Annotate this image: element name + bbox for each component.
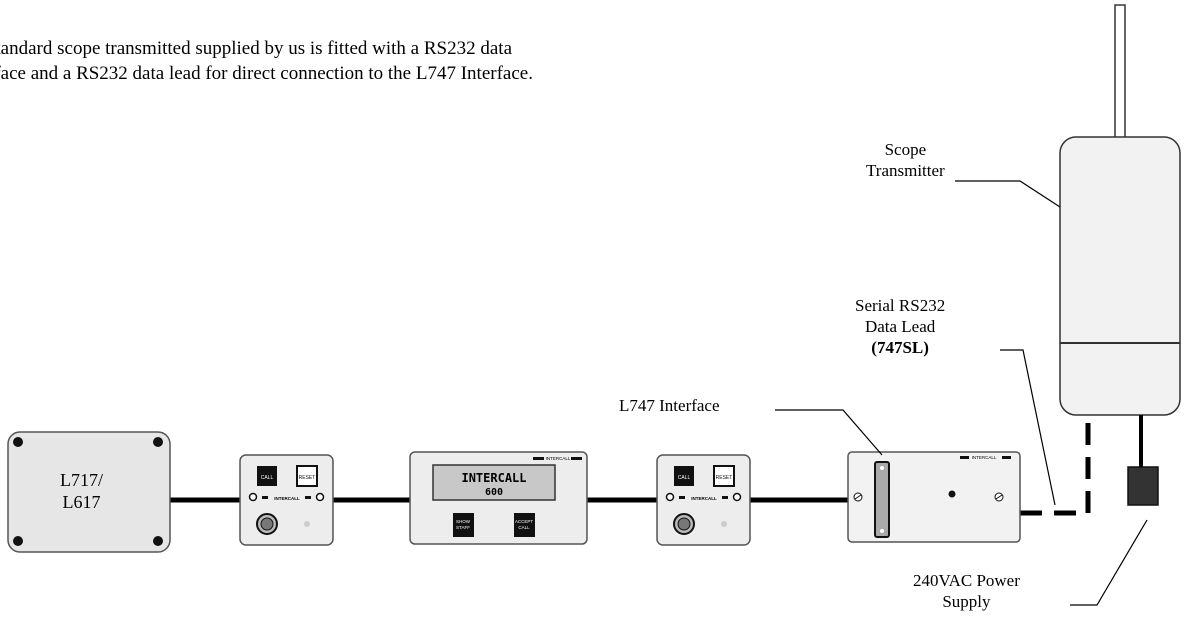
- serial-label-line-2: Data Lead: [864, 317, 936, 336]
- show-staff-label-2: STAFF: [456, 525, 470, 530]
- l747-interface-unit: INTERCALL: [847, 451, 1021, 543]
- leader-lines: [775, 180, 1148, 606]
- l747-label-text: L747 Interface: [619, 396, 720, 415]
- accept-call-label-1: ACCEPT: [515, 519, 534, 524]
- intro-line-2: rface and a RS232 data lead for direct c…: [0, 63, 533, 84]
- power-label-line-2: Supply: [942, 592, 991, 611]
- call-point-2: CALL RESET INTERCALL: [656, 454, 751, 546]
- brand-label: INTERCALL: [546, 456, 571, 461]
- scope-transmitter-label: Scope Transmitter: [866, 139, 945, 181]
- power-supply: [1127, 415, 1159, 506]
- call-button-label: CALL: [678, 475, 691, 481]
- serial-lead-label: Serial RS232 Data Lead (747SL): [855, 295, 945, 358]
- brand-label: INTERCALL: [691, 496, 717, 501]
- l717-label-line-2: L617: [62, 492, 101, 512]
- serial-label-line-3: (747SL): [871, 338, 929, 357]
- brand-label: INTERCALL: [972, 455, 997, 460]
- call-point-1: CALL RESET INTERCALL: [239, 454, 334, 546]
- accept-call-label-2: CALL: [518, 525, 530, 530]
- l717-label-line-1: L717/: [60, 470, 103, 490]
- l717-panel: [7, 431, 171, 553]
- scope-label-line-2: Transmitter: [866, 161, 945, 180]
- scope-transmitter: [1059, 4, 1181, 416]
- show-staff-label-1: SHOW: [456, 519, 471, 524]
- lcd-line-1: INTERCALL: [461, 471, 526, 485]
- reset-button-label: RESET: [299, 475, 316, 481]
- serial-label-line-1: Serial RS232: [855, 296, 946, 315]
- scope-label-line-1: Scope: [884, 140, 927, 159]
- display-unit: INTERCALL INTERCALL 600 SHOW STAFF ACCEP…: [409, 451, 588, 545]
- call-button-label: CALL: [261, 475, 274, 481]
- l717-label: L717/ L617: [60, 469, 103, 513]
- l747-interface-label: L747 Interface: [619, 395, 720, 416]
- power-label-line-1: 240VAC Power: [913, 571, 1020, 590]
- intro-line-1: standard scope transmitted supplied by u…: [0, 38, 513, 59]
- brand-label: INTERCALL: [274, 496, 300, 501]
- reset-button-label: RESET: [716, 475, 733, 481]
- power-supply-label: 240VAC Power Supply: [913, 570, 1020, 612]
- lcd-line-2: 600: [485, 487, 503, 498]
- intro-paragraph: standard scope transmitted supplied by u…: [0, 36, 748, 86]
